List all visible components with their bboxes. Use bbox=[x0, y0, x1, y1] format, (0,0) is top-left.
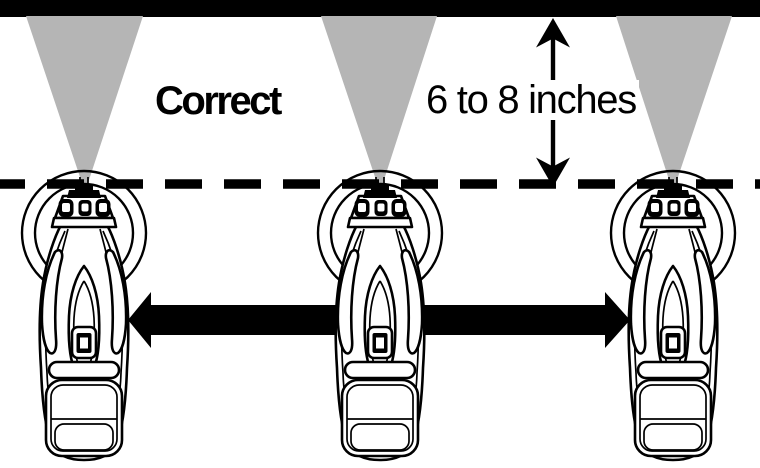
spray-surface-bar bbox=[0, 0, 760, 17]
spray-cones bbox=[26, 16, 732, 186]
paint-sprayer-icon bbox=[20, 169, 148, 462]
spray-cone-icon bbox=[26, 16, 143, 186]
correct-label: Correct bbox=[155, 79, 282, 123]
spray-cone-icon bbox=[616, 16, 732, 186]
paint-sprayer-icon bbox=[316, 169, 444, 462]
distance-label: 6 to 8 inches bbox=[423, 80, 639, 120]
spray-cone-icon bbox=[321, 16, 437, 186]
arrowhead-down-icon bbox=[536, 157, 570, 187]
arrowhead-up-icon bbox=[536, 18, 570, 48]
paint-sprayer-icon bbox=[609, 169, 737, 462]
